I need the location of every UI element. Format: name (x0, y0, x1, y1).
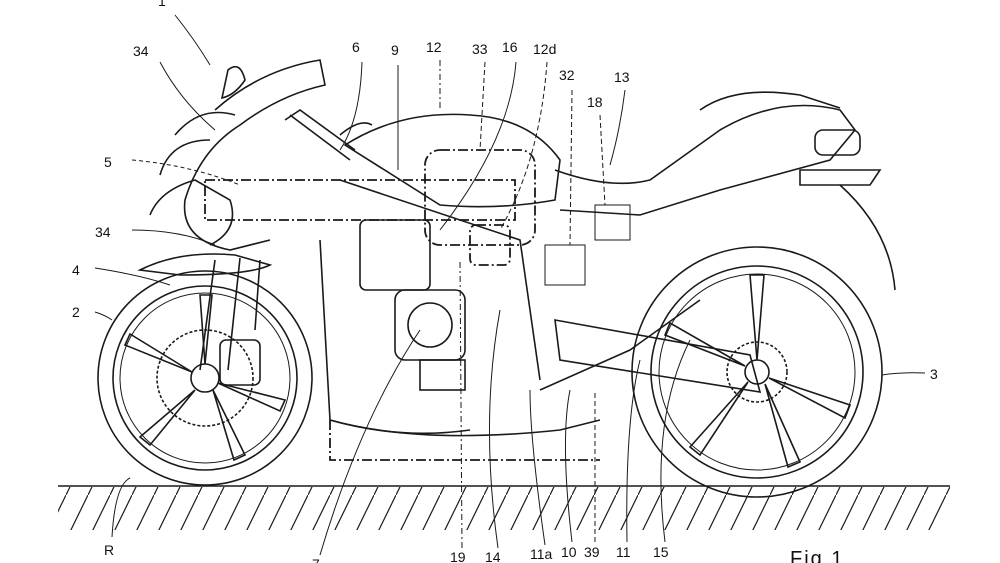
component-overlays (204, 149, 631, 461)
label-19: 19 (450, 549, 466, 563)
rear-wheel (631, 246, 883, 498)
label-12: 12 (426, 39, 442, 55)
label-33: 33 (472, 41, 488, 57)
leader-lines (94, 14, 926, 556)
label-R: R (104, 542, 114, 558)
label-11: 11 (616, 544, 631, 560)
figure-caption: Fig 1 (790, 548, 844, 563)
label-18: 18 (587, 94, 603, 110)
label-7: 7 (312, 556, 320, 563)
label-12d: 12d (533, 41, 556, 57)
label-39: 39 (584, 544, 600, 560)
label-16: 16 (502, 39, 518, 55)
label-6: 6 (352, 39, 360, 55)
label-13: 13 (614, 69, 630, 85)
label-3: 3 (930, 366, 938, 382)
label-2: 2 (72, 304, 80, 320)
label-5: 5 (104, 154, 112, 170)
label-34-mid: 34 (95, 224, 111, 240)
label-15: 15 (653, 544, 669, 560)
label-14: 14 (485, 549, 501, 563)
label-1: 1 (158, 0, 166, 9)
ground (58, 485, 950, 530)
label-9: 9 (391, 42, 399, 58)
label-4: 4 (72, 262, 80, 278)
label-32: 32 (559, 67, 575, 83)
label-10: 10 (561, 544, 577, 560)
motorcycle-body (137, 59, 896, 437)
label-34-top: 34 (133, 43, 149, 59)
front-wheel (97, 270, 313, 486)
label-11a: 11a (530, 546, 553, 562)
reference-labels: 1 34 6 9 12 33 16 12d 32 18 13 5 34 4 2 … (72, 0, 938, 563)
